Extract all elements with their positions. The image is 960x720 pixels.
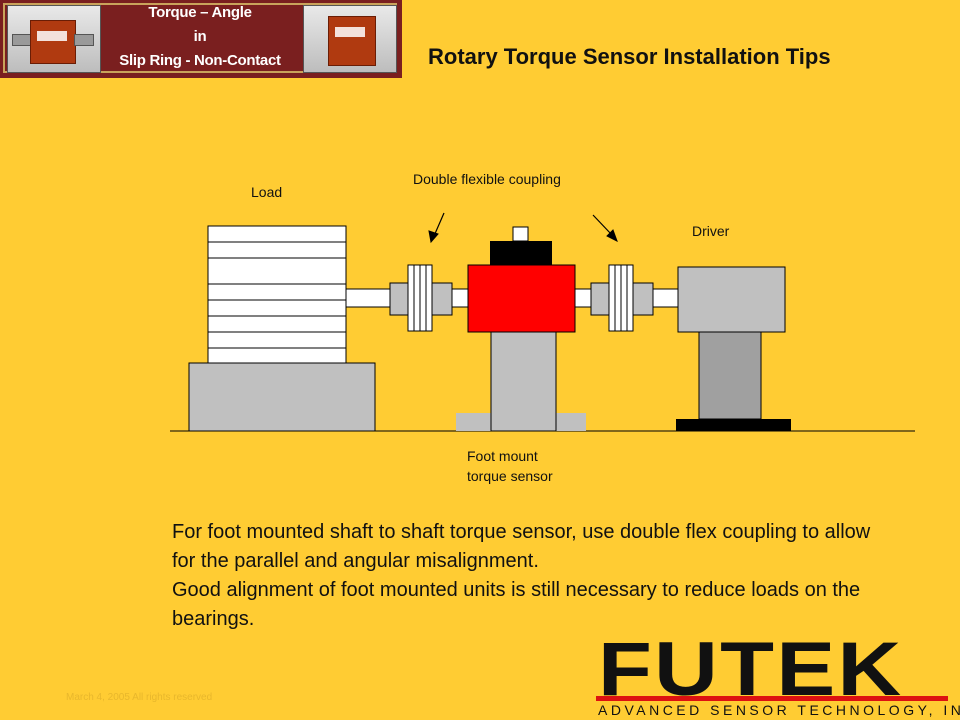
body-paragraph-1: For foot mounted shaft to shaft torque s… bbox=[172, 521, 871, 572]
label-foot-line1: Foot mount bbox=[467, 448, 538, 464]
product-photo-left bbox=[7, 5, 101, 73]
label-load: Load bbox=[251, 184, 283, 200]
shaft-sensor-left bbox=[451, 288, 469, 308]
driver-stand bbox=[698, 331, 762, 420]
header-banner: Torque – Angle in Slip Ring - Non-Contac… bbox=[0, 0, 402, 78]
label-foot-mount: Foot mount torque sensor bbox=[467, 446, 553, 486]
logo-wordmark: FUTEK bbox=[598, 627, 904, 712]
product-photo-right bbox=[303, 5, 397, 73]
load-stack bbox=[207, 225, 347, 364]
label-coupling: Double flexible coupling bbox=[413, 171, 561, 187]
shaft-right bbox=[652, 288, 679, 308]
shaft-sensor-right bbox=[574, 288, 592, 308]
label-driver: Driver bbox=[692, 223, 730, 239]
load-base bbox=[188, 362, 376, 432]
arrow-coupling-left bbox=[428, 212, 445, 244]
sensor-body bbox=[467, 264, 576, 333]
product-body bbox=[30, 20, 76, 64]
coupling-right bbox=[590, 264, 654, 332]
driver-base bbox=[676, 419, 791, 431]
coupling-left bbox=[389, 264, 453, 332]
arrow-coupling-right bbox=[592, 214, 618, 243]
banner-title-line3: Slip Ring - Non-Contact bbox=[119, 52, 281, 69]
sensor-foot bbox=[490, 331, 557, 432]
body-text: For foot mounted shaft to shaft torque s… bbox=[172, 518, 892, 634]
product-body bbox=[328, 16, 376, 66]
futek-logo: FUTEK ADVANCED SENSOR TECHNOLOGY, INC. bbox=[588, 627, 960, 720]
sensor-connector bbox=[490, 241, 552, 265]
label-foot-line2: torque sensor bbox=[467, 468, 553, 484]
banner-title: Torque – Angle in Slip Ring - Non-Contac… bbox=[102, 1, 298, 73]
slide-title: Rotary Torque Sensor Installation Tips bbox=[428, 44, 831, 69]
product-shaft-right bbox=[74, 34, 94, 46]
shaft-left bbox=[345, 288, 391, 308]
logo-tagline: ADVANCED SENSOR TECHNOLOGY, INC. bbox=[598, 702, 960, 718]
footer-date: March 4, 2005 All rights reserved bbox=[66, 692, 213, 703]
sensor-connector-pin bbox=[512, 226, 529, 242]
logo-red-line bbox=[596, 696, 948, 701]
driver-body bbox=[677, 266, 786, 333]
banner-title-line1: Torque – Angle bbox=[148, 4, 252, 21]
body-paragraph-2: Good alignment of foot mounted units is … bbox=[172, 579, 861, 630]
banner-title-line2: in bbox=[193, 28, 207, 45]
